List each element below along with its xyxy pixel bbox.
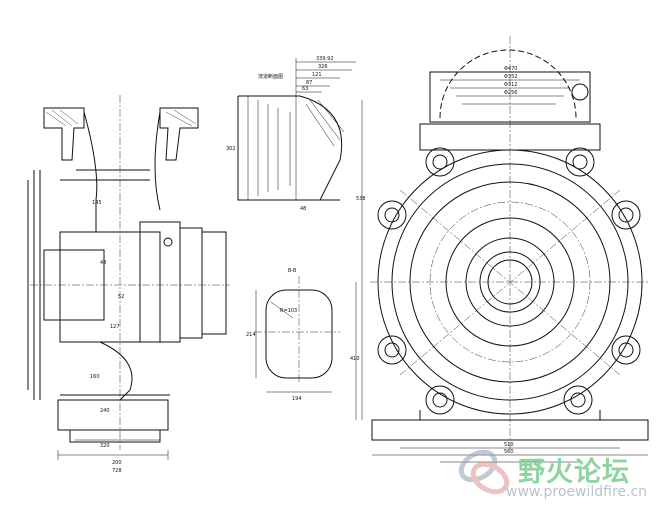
- section-bb-view: B-B 194 214 R=103: [246, 268, 340, 402]
- dim-label: 127: [110, 324, 120, 330]
- dim-label: Φ256: [504, 90, 517, 96]
- watermark-url: www.proewildfire.cn: [506, 484, 648, 500]
- front-view: 538 410 510 560 Φ470 Φ352 Φ312 Φ256: [350, 36, 650, 463]
- dim-label: 339.92: [316, 56, 334, 62]
- dim-label: Φ352: [504, 74, 517, 80]
- dim-label: 200: [112, 460, 122, 466]
- dim-label: 728: [112, 468, 122, 474]
- dim-label: Φ312: [504, 82, 517, 88]
- watermark-logo-icon: [458, 449, 510, 495]
- dim-label: 560: [504, 449, 514, 455]
- watermark-title: 野火论坛: [518, 457, 630, 488]
- dim-label: 52: [118, 294, 124, 300]
- section-bb-label: B-B: [288, 268, 297, 274]
- dim-label: 48: [300, 206, 306, 212]
- side-section-view: 728 200 320 160 240 145 127 48 52: [27, 95, 230, 474]
- section-view-label: 流道断面图: [258, 73, 283, 80]
- dim-label: R=103: [280, 308, 297, 314]
- dim-label: 63: [302, 86, 308, 92]
- bolt-holes: [377, 147, 641, 415]
- dim-label: 121: [312, 72, 322, 78]
- dim-label: 194: [292, 396, 302, 402]
- dim-label: 302: [226, 146, 236, 152]
- dim-label: 326: [318, 64, 328, 70]
- dim-label: 160: [90, 374, 100, 380]
- dim-label: 320: [100, 443, 110, 449]
- dim-label: 214: [246, 332, 256, 338]
- dim-label: 145: [92, 200, 102, 206]
- dim-label: 87: [306, 80, 312, 86]
- dim-label: 510: [504, 442, 514, 448]
- dim-label: 410: [350, 356, 360, 362]
- dim-label: 538: [356, 196, 366, 202]
- dim-label: 48: [100, 260, 106, 266]
- dim-label: Φ470: [504, 66, 517, 72]
- dim-label: 240: [100, 408, 110, 414]
- flow-profile-view: 流道断面图 339.92 326 121 87 63 48 302: [226, 56, 356, 212]
